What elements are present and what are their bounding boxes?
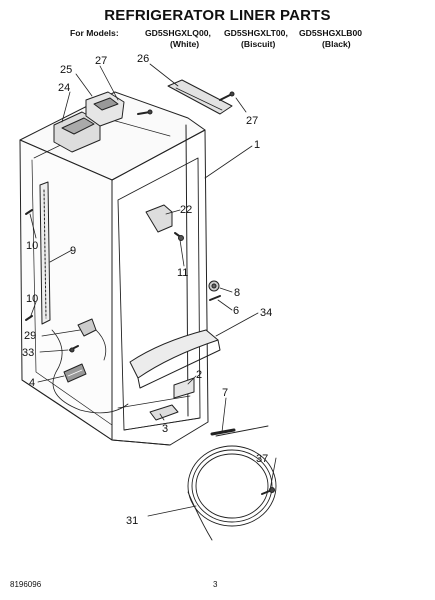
callout-3: 3	[162, 423, 168, 435]
callout-7: 7	[222, 387, 228, 399]
callout-2: 2	[196, 369, 202, 381]
model-color: (White)	[170, 39, 200, 49]
models-label: For Models:	[70, 28, 119, 38]
callout-26: 26	[137, 53, 149, 65]
callout-6: 6	[233, 305, 239, 317]
callout-4: 4	[29, 377, 35, 389]
model-color: (Black)	[322, 39, 351, 49]
shelf-rail-part	[39, 181, 51, 325]
callout-22: 22	[180, 204, 192, 216]
callout-24: 24	[58, 82, 70, 94]
page-title: REFRIGERATOR LINER PARTS	[104, 7, 331, 24]
callout-25: 25	[60, 64, 72, 76]
model-color: (Biscuit)	[241, 39, 276, 49]
document-number: 8196096	[10, 580, 42, 589]
callout-27: 27	[95, 55, 107, 67]
screw-part	[137, 109, 153, 115]
callout-37: 37	[256, 453, 268, 465]
callout-33: 33	[22, 347, 34, 359]
callout-11: 11	[177, 267, 188, 279]
callout-8: 8	[234, 287, 240, 299]
callout-34: 34	[260, 307, 272, 319]
bracket-part	[149, 404, 179, 421]
cable-tie-part	[210, 425, 269, 437]
model-code: GD5SHGXLQ00,	[145, 28, 211, 38]
page-number: 3	[213, 580, 218, 589]
callout-10: 10	[26, 293, 38, 305]
screw-part	[25, 209, 33, 321]
model-code: GD5SHGXLB00	[299, 28, 363, 38]
hinge-bracket-part	[167, 79, 235, 115]
callout-9: 9	[70, 245, 76, 257]
callout-1: 1	[254, 139, 260, 151]
leader-lines	[29, 63, 277, 517]
bracket-part	[145, 204, 184, 241]
model-code: GD5SHGXLT00,	[224, 28, 288, 38]
air-duct-part	[53, 91, 125, 153]
cover-part	[129, 329, 221, 389]
tubing-coil-part	[187, 445, 277, 541]
callout-labels: 25 27 26 27 24 1 22 10 11 9 8 6 10 34 29…	[22, 53, 272, 527]
callout-29: 29	[24, 330, 36, 342]
callout-27: 27	[246, 115, 258, 127]
callout-10: 10	[26, 240, 38, 252]
model-list: For Models: GD5SHGXLQ00, GD5SHGXLT00, GD…	[70, 28, 410, 50]
light-socket-part	[208, 280, 221, 301]
screw-part	[261, 487, 275, 495]
callout-31: 31	[126, 515, 138, 527]
